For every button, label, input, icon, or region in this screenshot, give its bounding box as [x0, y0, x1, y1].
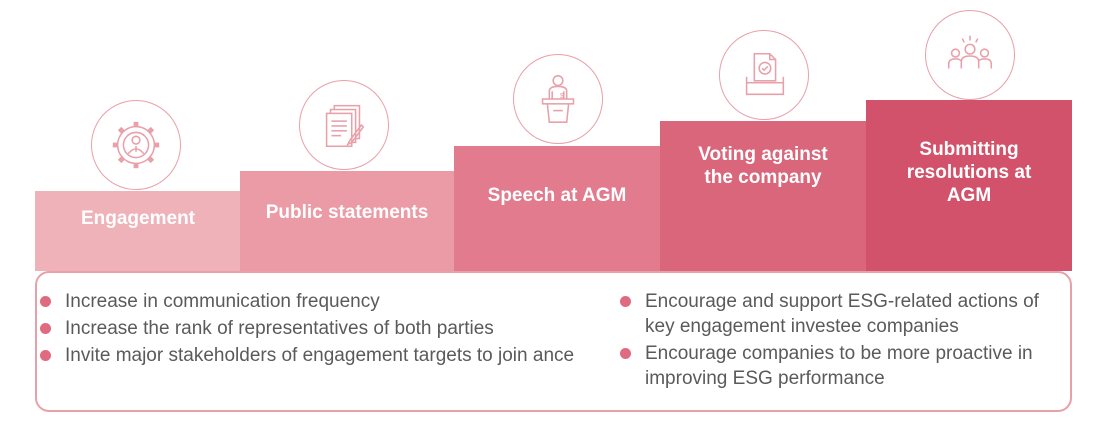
list-item: Increase the rank of representatives of … [37, 316, 597, 341]
step-voting-against: Voting against the company [660, 121, 866, 271]
details-list-left: Increase in communication frequency Incr… [37, 289, 597, 370]
step-label: Voting against the company [698, 144, 828, 188]
list-item: Encourage companies to be more proactive… [617, 341, 1067, 391]
document-pen-icon [299, 80, 389, 170]
list-item: Increase in communication frequency [37, 289, 597, 314]
list-item: Invite major stakeholders of engagement … [37, 343, 597, 368]
step-label: Public statements [265, 202, 429, 223]
podium-speaker-icon: $ [513, 54, 603, 144]
step-label: Submitting resolutions at AGM [906, 139, 1032, 206]
step-engagement: Engagement [35, 191, 241, 271]
details-box: Increase in communication frequency Incr… [35, 271, 1072, 412]
ballot-box-icon [719, 30, 809, 120]
step-speech-at-agm: Speech at AGM [454, 146, 660, 271]
details-list-right: Encourage and support ESG-related action… [617, 289, 1067, 393]
group-people-icon [925, 10, 1015, 100]
list-item: Encourage and support ESG-related action… [617, 289, 1067, 339]
step-public-statements: Public statements [240, 171, 454, 271]
step-label: Speech at AGM [487, 185, 627, 206]
step-submitting-resolutions: Submitting resolutions at AGM [866, 100, 1072, 271]
step-label: Engagement [80, 208, 196, 229]
svg-text:$: $ [560, 91, 565, 100]
gear-person-icon [91, 100, 181, 190]
